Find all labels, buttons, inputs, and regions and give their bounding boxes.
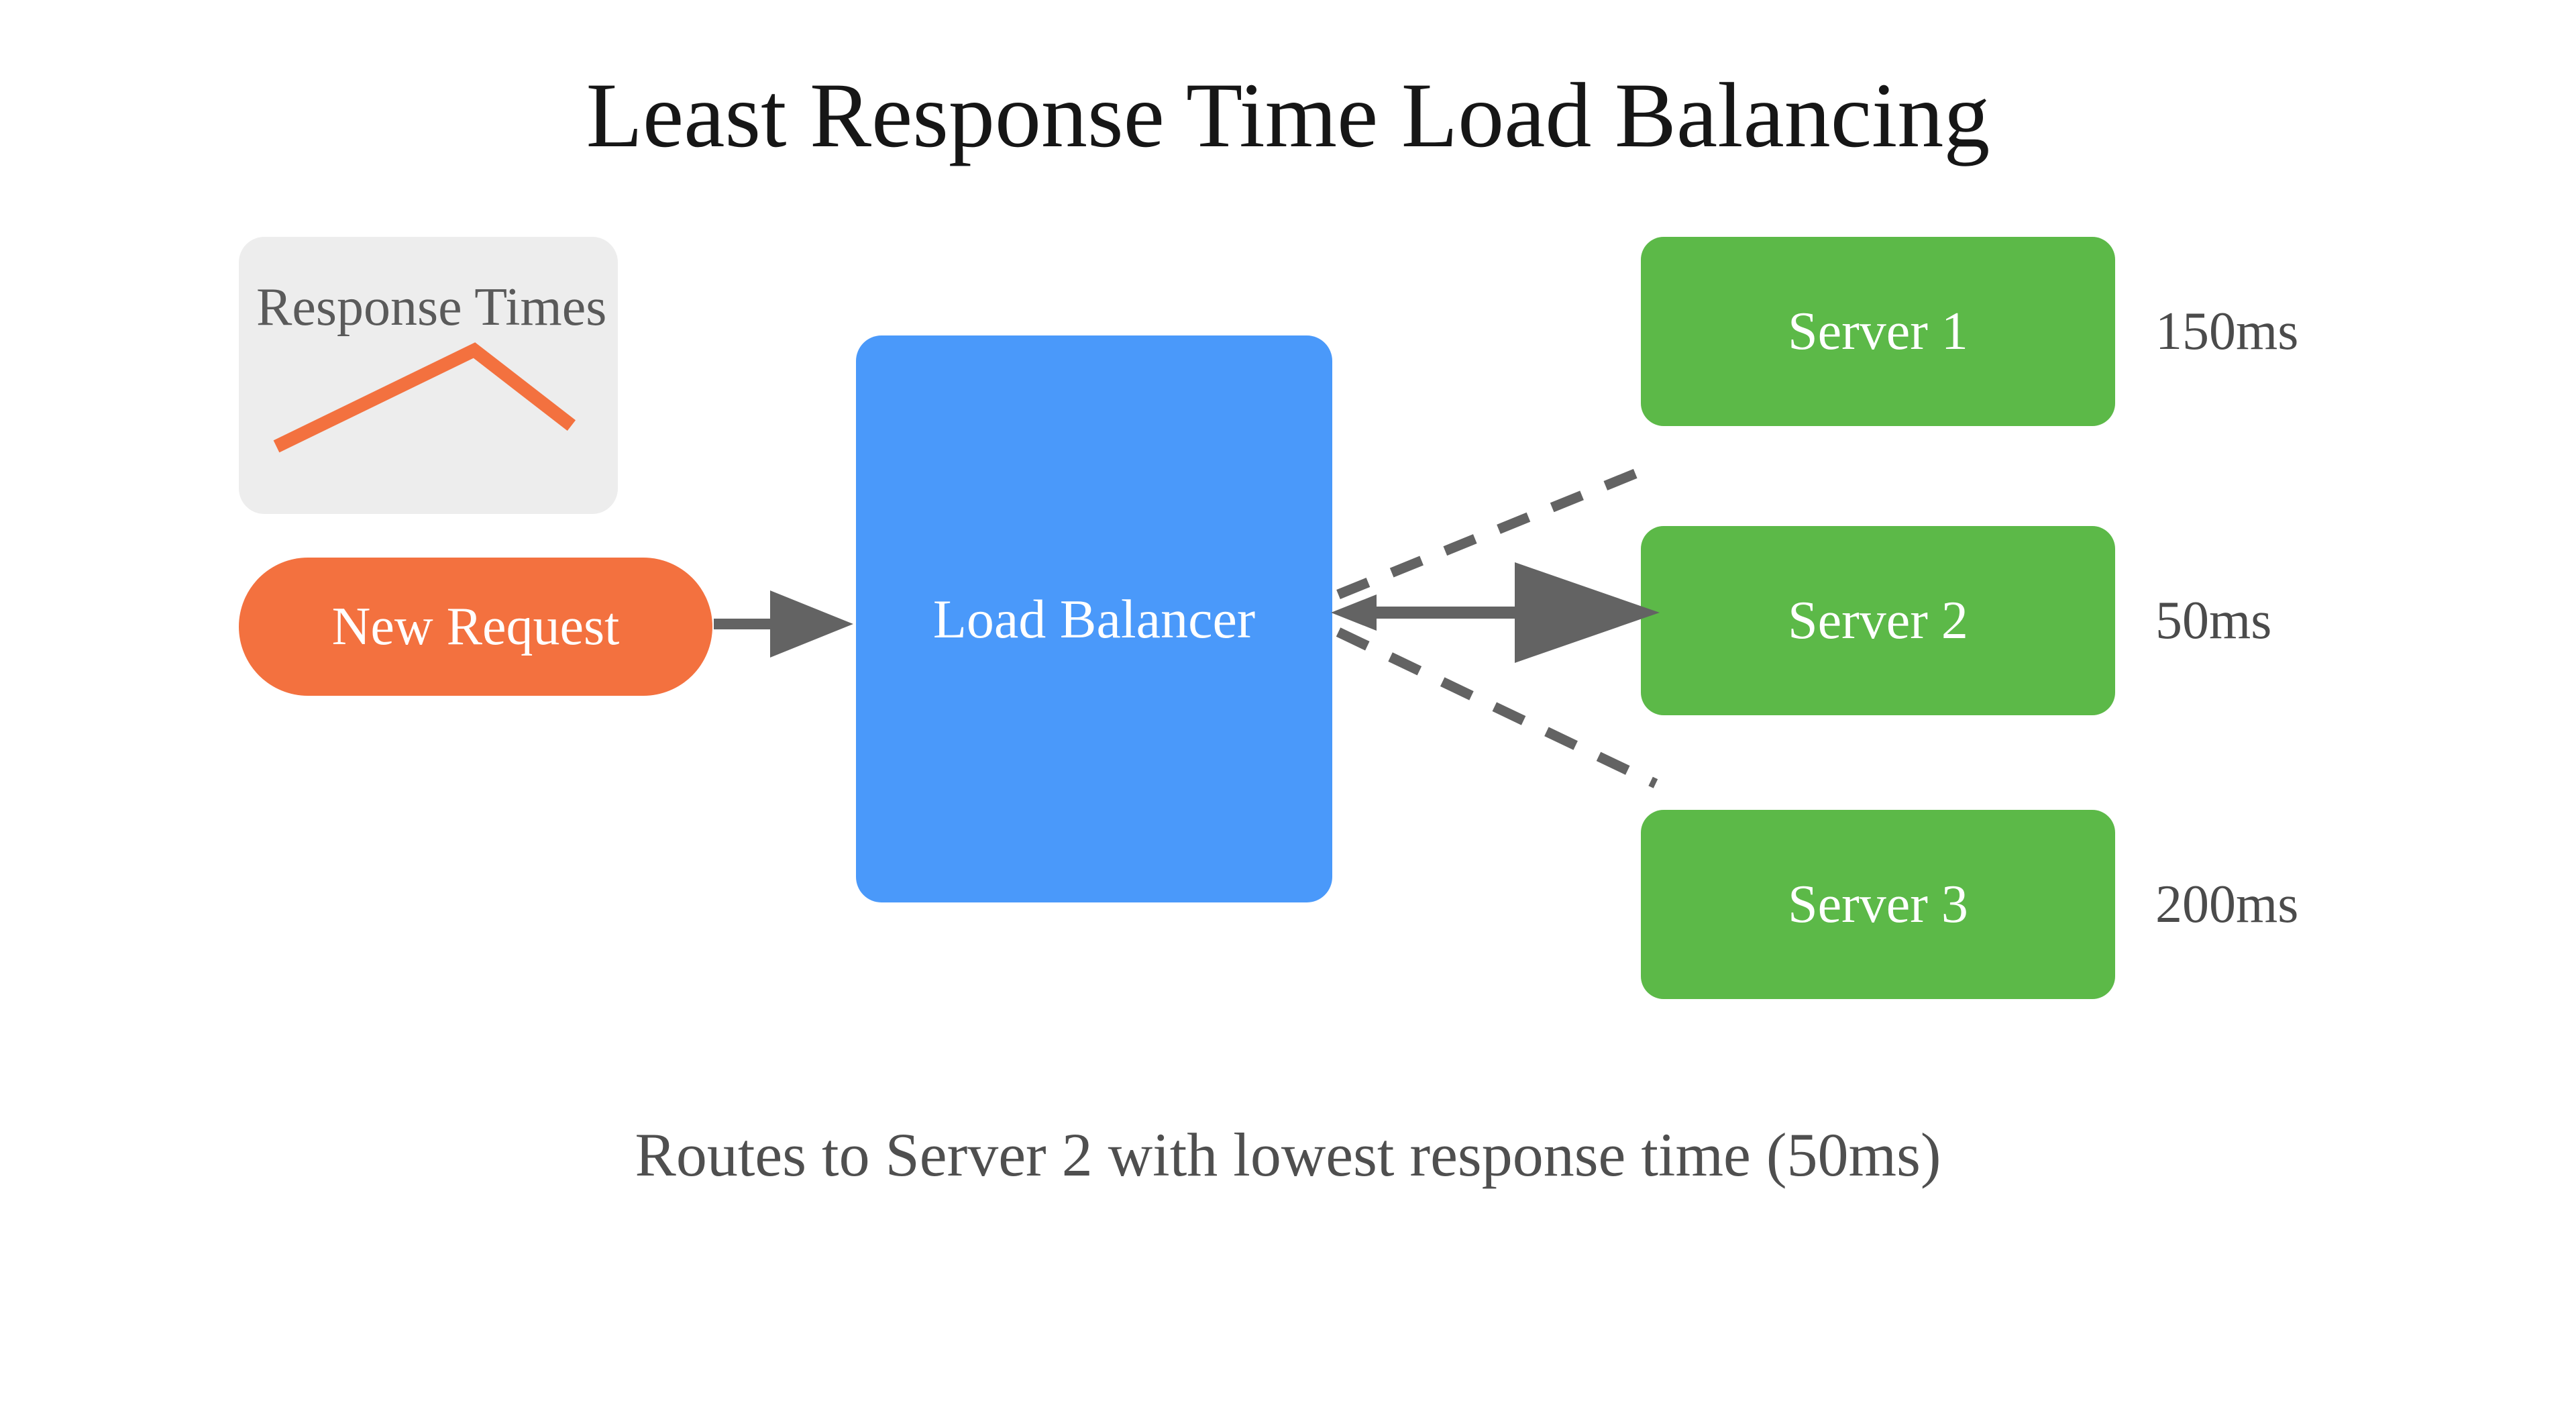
server-1-response-time: 150ms [2155,301,2299,361]
diagram-title: Least Response Time Load Balancing [586,64,1990,166]
route-arrow-to-server-2 [1331,562,1660,663]
response-times-sparkline-icon [273,342,576,453]
server-2-label: Server 2 [1788,590,1968,650]
request-arrow [714,590,853,658]
dashed-link-to-server-1 [1336,462,1654,599]
load-balancer-label: Load Balancer [932,588,1256,649]
new-request-node: New Request [239,558,712,696]
server-2-response-time: 50ms [2155,590,2272,650]
server-2-node: Server 2 [1641,526,2115,715]
response-times-card: Response Times [239,237,618,514]
caption-text: Routes to Server 2 with lowest response … [635,1121,1941,1189]
server-1-node: Server 1 [1641,237,2115,426]
load-balancer-node: Load Balancer [856,335,1332,902]
server-3-label: Server 3 [1788,874,1968,934]
dashed-link-to-server-3 [1336,627,1658,788]
server-3-node: Server 3 [1641,810,2115,999]
new-request-label: New Request [331,596,620,656]
server-1-label: Server 1 [1788,301,1968,361]
server-3-response-time: 200ms [2155,874,2299,934]
response-times-label: Response Times [256,278,607,337]
sparkline-polyline [273,342,576,453]
